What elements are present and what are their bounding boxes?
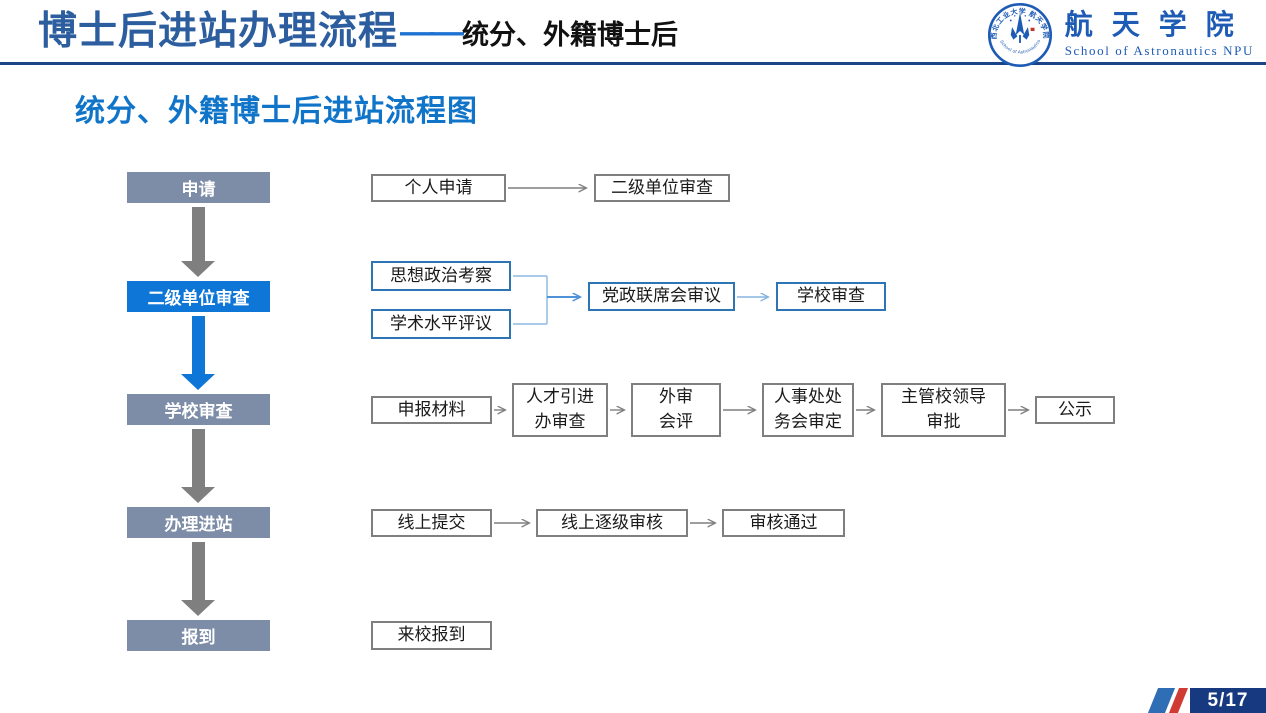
- slide-title: 博士后进站办理流程 —— 统分、外籍博士后: [38, 8, 678, 57]
- school-name-cn: 航 天 学 院: [1064, 9, 1240, 41]
- school-logo-text: 航 天 学 院 School of Astronautics NPU: [1064, 9, 1254, 60]
- box-political-review: 思想政治考察: [371, 261, 511, 291]
- header-underline: [0, 62, 1266, 65]
- page-number: 5/17: [1190, 688, 1266, 713]
- box-school-review: 学校审查: [776, 282, 886, 311]
- box-talent-office-review: 人才引进 办审查: [512, 383, 608, 437]
- page-number-badge: 5/17: [1147, 688, 1266, 713]
- school-logo: 西北工业大学 航天学院 School of Astronautics NPU 航…: [987, 2, 1254, 68]
- school-name-en: School of Astronautics NPU: [1064, 43, 1254, 59]
- page-title: 统分、外籍博士后进站流程图: [75, 95, 478, 128]
- box-hr-committee: 人事处处 务会审定: [762, 383, 854, 437]
- stage-report: 报到: [127, 620, 270, 651]
- box-external-review: 外审 会评: [631, 383, 721, 437]
- box-unit-review: 二级单位审查: [594, 174, 730, 202]
- box-application-materials: 申报材料: [371, 396, 492, 424]
- box-online-submit: 线上提交: [371, 509, 492, 537]
- merge-bracket: [513, 275, 548, 325]
- box-review-passed: 审核通过: [722, 509, 845, 537]
- seal-rocket-icon: [1009, 12, 1030, 43]
- slide-title-suffix: 统分、外籍博士后: [462, 19, 679, 50]
- npu-astronautics-seal-icon: 西北工业大学 航天学院 School of Astronautics NPU: [987, 2, 1052, 68]
- stage-entry-processing: 办理进站: [127, 507, 270, 538]
- box-report-to-school: 来校报到: [371, 621, 492, 650]
- box-academic-evaluation: 学术水平评议: [371, 309, 511, 339]
- stage-arrow-1: [181, 207, 215, 277]
- box-leader-approval: 主管校领导 审批: [881, 383, 1006, 437]
- seal-red-mark: [1030, 27, 1035, 32]
- slide-title-dash: ——: [400, 12, 464, 51]
- box-online-stepwise-review: 线上逐级审核: [536, 509, 688, 537]
- stage-apply: 申请: [127, 172, 270, 203]
- stage-arrow-3: [181, 429, 215, 503]
- slide-title-main: 博士后进站办理流程: [38, 10, 399, 53]
- stage-unit-review: 二级单位审查: [127, 281, 270, 312]
- stage-arrow-2-active: [181, 316, 215, 390]
- stage-arrow-4: [181, 542, 215, 616]
- box-personal-application: 个人申请: [371, 174, 506, 202]
- box-joint-meeting: 党政联席会审议: [588, 282, 735, 311]
- box-public-notice: 公示: [1035, 396, 1115, 424]
- stage-school-review: 学校审查: [127, 394, 270, 425]
